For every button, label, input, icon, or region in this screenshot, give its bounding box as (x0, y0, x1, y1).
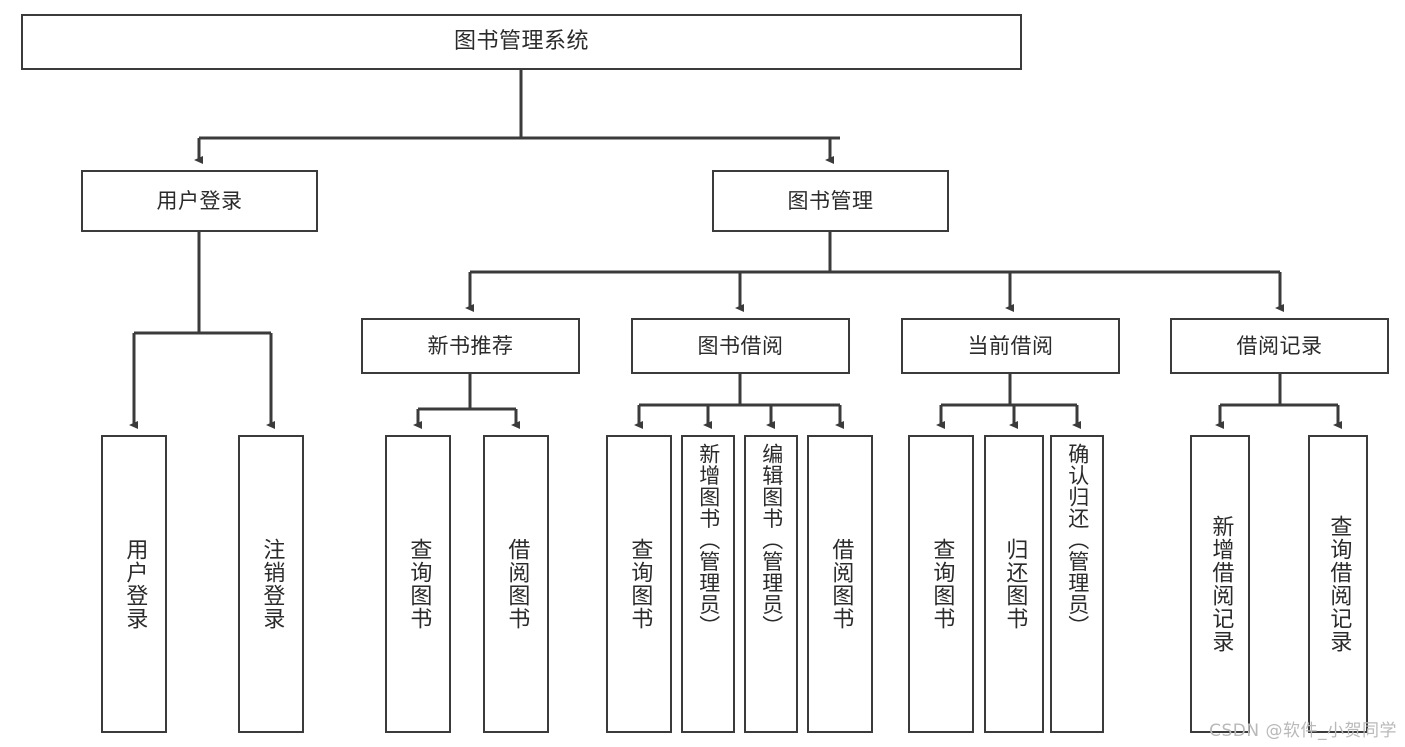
node-borrow-record[interactable]: 借阅记录 (1170, 318, 1389, 374)
node-leaf-confirm-return[interactable]: 确认归还（管理员） (1050, 435, 1104, 733)
node-leaf-user-login-label: 用户登录 (122, 538, 148, 630)
node-leaf-add-record[interactable]: 新增借阅记录 (1190, 435, 1250, 733)
node-book-manage-label: 图书管理 (787, 188, 874, 213)
node-leaf-edit-book-label: 编辑图书（管理员） (759, 443, 784, 637)
node-new-book-rec-label: 新书推荐 (427, 333, 514, 358)
node-current-borrow[interactable]: 当前借阅 (901, 318, 1120, 374)
node-leaf-query-book-2[interactable]: 查询图书 (606, 435, 672, 733)
node-leaf-edit-book[interactable]: 编辑图书（管理员） (744, 435, 798, 733)
node-leaf-borrow-book-2[interactable]: 借阅图书 (807, 435, 873, 733)
node-leaf-add-book-label: 新增图书（管理员） (696, 443, 721, 637)
node-leaf-confirm-return-label: 确认归还（管理员） (1065, 443, 1090, 637)
node-leaf-borrow-book-1-label: 借阅图书 (504, 538, 530, 630)
node-leaf-user-logout[interactable]: 注销登录 (238, 435, 304, 733)
node-leaf-return-book-label: 归还图书 (1002, 538, 1028, 630)
node-leaf-query-book-1-label: 查询图书 (406, 538, 432, 630)
node-leaf-borrow-book-2-label: 借阅图书 (828, 538, 854, 630)
node-leaf-add-record-label: 新增借阅记录 (1208, 515, 1234, 653)
node-new-book-rec[interactable]: 新书推荐 (361, 318, 580, 374)
node-leaf-query-book-2-label: 查询图书 (627, 538, 653, 630)
node-leaf-query-book-3[interactable]: 查询图书 (908, 435, 974, 733)
node-current-borrow-label: 当前借阅 (967, 333, 1054, 358)
node-leaf-query-book-3-label: 查询图书 (929, 538, 955, 630)
node-leaf-user-login[interactable]: 用户登录 (101, 435, 167, 733)
node-book-borrow[interactable]: 图书借阅 (631, 318, 850, 374)
csdn-watermark: CSDN @软件_小贺同学 (1209, 721, 1397, 741)
node-leaf-query-book-1[interactable]: 查询图书 (385, 435, 451, 733)
node-borrow-record-label: 借阅记录 (1236, 333, 1323, 358)
node-leaf-add-book[interactable]: 新增图书（管理员） (681, 435, 735, 733)
node-leaf-borrow-book-1[interactable]: 借阅图书 (483, 435, 549, 733)
node-user-login-label: 用户登录 (156, 188, 243, 213)
node-root[interactable]: 图书管理系统 (21, 14, 1022, 70)
node-root-label: 图书管理系统 (453, 29, 589, 54)
node-leaf-return-book[interactable]: 归还图书 (984, 435, 1044, 733)
node-leaf-query-record[interactable]: 查询借阅记录 (1308, 435, 1368, 733)
node-book-borrow-label: 图书借阅 (697, 333, 784, 358)
node-leaf-user-logout-label: 注销登录 (259, 538, 285, 630)
node-leaf-query-record-label: 查询借阅记录 (1326, 515, 1352, 653)
node-book-manage[interactable]: 图书管理 (712, 170, 949, 232)
node-user-login[interactable]: 用户登录 (81, 170, 318, 232)
